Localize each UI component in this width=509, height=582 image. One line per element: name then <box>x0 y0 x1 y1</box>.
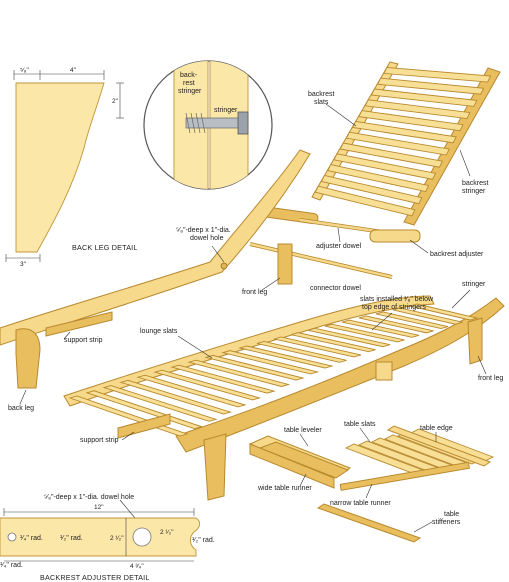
lounge-frame <box>0 149 505 501</box>
lounge-slat <box>136 374 247 408</box>
narrow-table-runner-part <box>339 461 470 491</box>
bolt-threads <box>185 112 206 134</box>
lounge-slat <box>392 307 463 325</box>
frame-labels: ⁵⁄₈"-deep x 1"-dia.dowel hole front leg … <box>8 227 503 444</box>
backrest-slat <box>370 88 478 107</box>
label-support-strip-lower: support strip <box>80 437 119 444</box>
dim-leg-top-small: ⁵⁄₈" <box>20 67 29 74</box>
backrest-slat <box>345 131 450 156</box>
inset-label-stringer: stringer <box>214 107 238 114</box>
support-strip-upper-part <box>45 311 113 337</box>
lounge-slat <box>238 345 334 369</box>
backrest-adjuster-detail-caption: BACKREST ADJUSTER DETAIL <box>40 573 150 582</box>
lounge-slat <box>204 354 305 381</box>
lounge-slat <box>273 336 362 358</box>
backrest-slat <box>383 66 492 83</box>
lounge-slat <box>153 369 262 401</box>
backrest-slat <box>358 110 464 132</box>
lounge-slat <box>358 315 434 334</box>
lounge-slat <box>307 327 391 348</box>
backrest-slat <box>376 77 485 95</box>
dim-adjuster-right: 2 ¹⁄₂" <box>160 529 174 536</box>
front-leg-lower-part <box>467 317 483 365</box>
label-front-leg-upper: front leg <box>242 289 267 296</box>
table-edge-part <box>386 425 492 467</box>
dim-adjuster-length: 12" <box>94 504 104 511</box>
table-leveler-part <box>258 441 350 479</box>
backrest-slat <box>352 120 457 144</box>
bolt-shaft <box>185 117 243 129</box>
lounge-slat <box>290 332 376 353</box>
dim-leg-top-width: 4" <box>70 67 77 74</box>
lounge-slat <box>256 340 347 363</box>
dim-leg-bottom-width: 3" <box>20 261 27 268</box>
lounge-slat <box>221 350 320 375</box>
label-adjuster-dowel: adjuster dowel <box>316 243 362 250</box>
label-half-rad-left: ¹⁄₂" rad. <box>60 535 83 542</box>
label-narrow-table-runner: narrow table runner <box>330 500 391 507</box>
backrest-adjuster-part <box>369 229 421 243</box>
label-adjuster-dowel-hole: ⁵⁄₈"-deep x 1"-dia. dowel hole <box>44 494 134 501</box>
label-stringer: stringer <box>462 281 486 288</box>
right-stringer <box>175 297 505 453</box>
backrest-slat <box>314 185 416 217</box>
adjuster-profile <box>0 517 201 557</box>
back-leg-profile <box>15 82 105 253</box>
dim-adjuster-mid: 2 ¹⁄₂" <box>110 535 124 542</box>
label-wide-table-runner: wide table runner <box>257 485 312 492</box>
back-leg-lower-part <box>203 433 227 501</box>
lounge-slat <box>324 323 405 343</box>
connector-dowel: connector dowel <box>249 242 393 292</box>
adjuster-parts: adjuster dowel backrest adjuster <box>257 205 484 258</box>
backrest-slat <box>320 174 423 205</box>
backrest-slat <box>327 164 430 193</box>
label-lounge-slats: lounge slats <box>140 328 178 335</box>
dim-adjuster-bottom: 4 ³⁄₄" <box>130 563 144 570</box>
label-quarter-rad: ¹⁄₄" rad. <box>20 535 43 542</box>
back-leg-detail-caption: BACK LEG DETAIL <box>72 243 138 252</box>
back-leg-detail: ⁵⁄₈" 4" 2" 3" BACK LEG DETAIL <box>5 67 138 268</box>
lounge-slat <box>102 385 218 422</box>
backrest-slat <box>333 153 437 180</box>
label-table-slats: table slats <box>344 421 376 428</box>
lounge-slat <box>375 311 449 329</box>
label-table-leveler: table leveler <box>284 427 322 434</box>
back-leg-part <box>15 328 41 389</box>
front-leg-upper-part <box>277 243 293 285</box>
dim-leg-right-height: 2" <box>112 98 119 105</box>
label-backrest-adjuster: backrest adjuster <box>430 251 484 258</box>
label-support-strip-upper: support strip <box>64 337 103 344</box>
backrest-slat <box>364 99 471 120</box>
lounge-slats <box>68 303 479 437</box>
left-stringer <box>0 149 311 346</box>
lounge-slat <box>170 364 276 394</box>
label-quarter-rad-bottom: ¹⁄₄" rad. <box>0 562 23 569</box>
label-half-rad-right: ¹⁄₂" rad. <box>192 537 215 544</box>
label-dowel-hole: ⁵⁄₈"-deep x 1"-dia.dowel hole <box>176 227 231 242</box>
backrest-slat <box>339 142 444 168</box>
backrest-slats <box>314 66 492 217</box>
label-back-leg: back leg <box>8 405 34 412</box>
support-strip-lower-part <box>117 413 171 439</box>
lounge-slat <box>341 319 420 338</box>
lounge-slat <box>187 359 291 387</box>
table-assembly: table leveler table slats table edge wid… <box>248 421 495 543</box>
label-table-edge: table edge <box>420 425 453 432</box>
label-front-leg-lower: front leg <box>478 375 503 382</box>
lounge-slat <box>408 303 479 321</box>
bolt-head <box>237 111 249 135</box>
lounge-slat <box>119 379 233 415</box>
backrest-adjuster-detail: ⁵⁄₈"-deep x 1"-dia. dowel hole 12" 2 ¹⁄₂… <box>0 494 215 582</box>
table-stiffener-part <box>316 503 422 543</box>
label-connector-dowel: connector dowel <box>310 285 361 292</box>
